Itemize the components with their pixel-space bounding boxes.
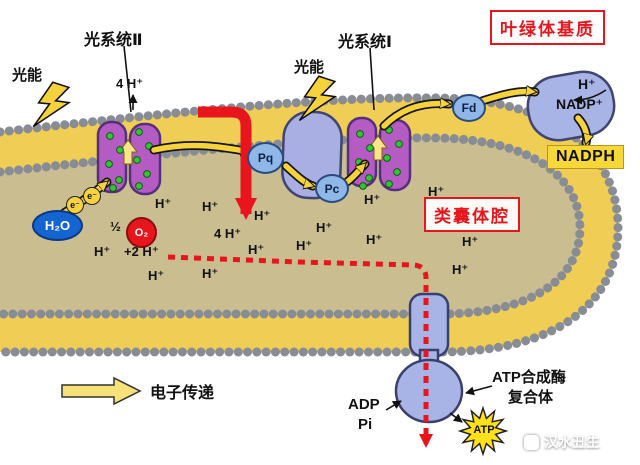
h2o-oval: H₂O xyxy=(32,210,83,241)
lumen-label-box: 类囊体腔 xyxy=(424,197,520,232)
proton-gradient-dotted-path xyxy=(167,254,433,448)
lightning-bolt-icon xyxy=(298,75,338,122)
lightning-bolt-icon xyxy=(32,81,72,128)
electron-circle: e⁻ xyxy=(66,196,84,214)
inner-lipid-beads xyxy=(0,133,585,319)
o2-circle: O₂ xyxy=(126,217,157,248)
plus-two-h-label: +2 H⁺ xyxy=(124,244,159,259)
proton-influx-arrow xyxy=(198,106,257,220)
stroma-label-box: 叶绿体基质 xyxy=(490,10,605,45)
four-h-top-label: 4 H⁺ xyxy=(116,76,144,91)
ps1-label: 光系统Ⅰ xyxy=(338,34,392,51)
atp-label: ATP xyxy=(473,424,495,436)
ferredoxin-chip: Fd xyxy=(452,94,486,122)
light-energy-right-label: 光能 xyxy=(294,59,325,76)
plastocyanin-chip: Pc xyxy=(315,174,349,203)
pointer-lines xyxy=(123,45,607,423)
nadp-plus-label: NADP⁺ xyxy=(556,96,604,112)
photosystem-2-shape xyxy=(96,120,162,196)
adp-label: ADP xyxy=(348,396,380,413)
light-energy-left-label: 光能 xyxy=(12,67,43,84)
atp-synthase-label-line2: 复合体 xyxy=(508,389,554,406)
nadp-reductase-shape xyxy=(526,70,616,142)
half-label: ½ xyxy=(110,219,121,234)
legend-electron-transport-label: 电子传递 xyxy=(150,385,215,402)
watermark-logo-icon xyxy=(524,434,539,450)
atp-starburst xyxy=(457,405,509,457)
light-energy-bolts xyxy=(32,75,338,128)
atp-synthase-shape xyxy=(394,292,464,424)
watermark: 汉水丑生 xyxy=(524,432,600,452)
h-plus-right-label: H⁺ xyxy=(578,76,596,92)
legend-arrow xyxy=(61,376,142,406)
watermark-text: 汉水丑生 xyxy=(544,434,600,450)
nadph-box: NADPH xyxy=(547,145,625,169)
pi-label: Pi xyxy=(358,416,373,433)
four-h-mid-label: 4 H⁺ xyxy=(214,226,242,241)
electron-circle: e⁻ xyxy=(83,187,101,205)
plastoquinone-chip: Pq xyxy=(247,142,284,174)
ps2-label: 光系统Ⅱ xyxy=(84,32,143,49)
atp-synthase-label-line1: ATP合成酶 xyxy=(492,369,566,386)
proton-flow-arrows xyxy=(167,106,433,448)
